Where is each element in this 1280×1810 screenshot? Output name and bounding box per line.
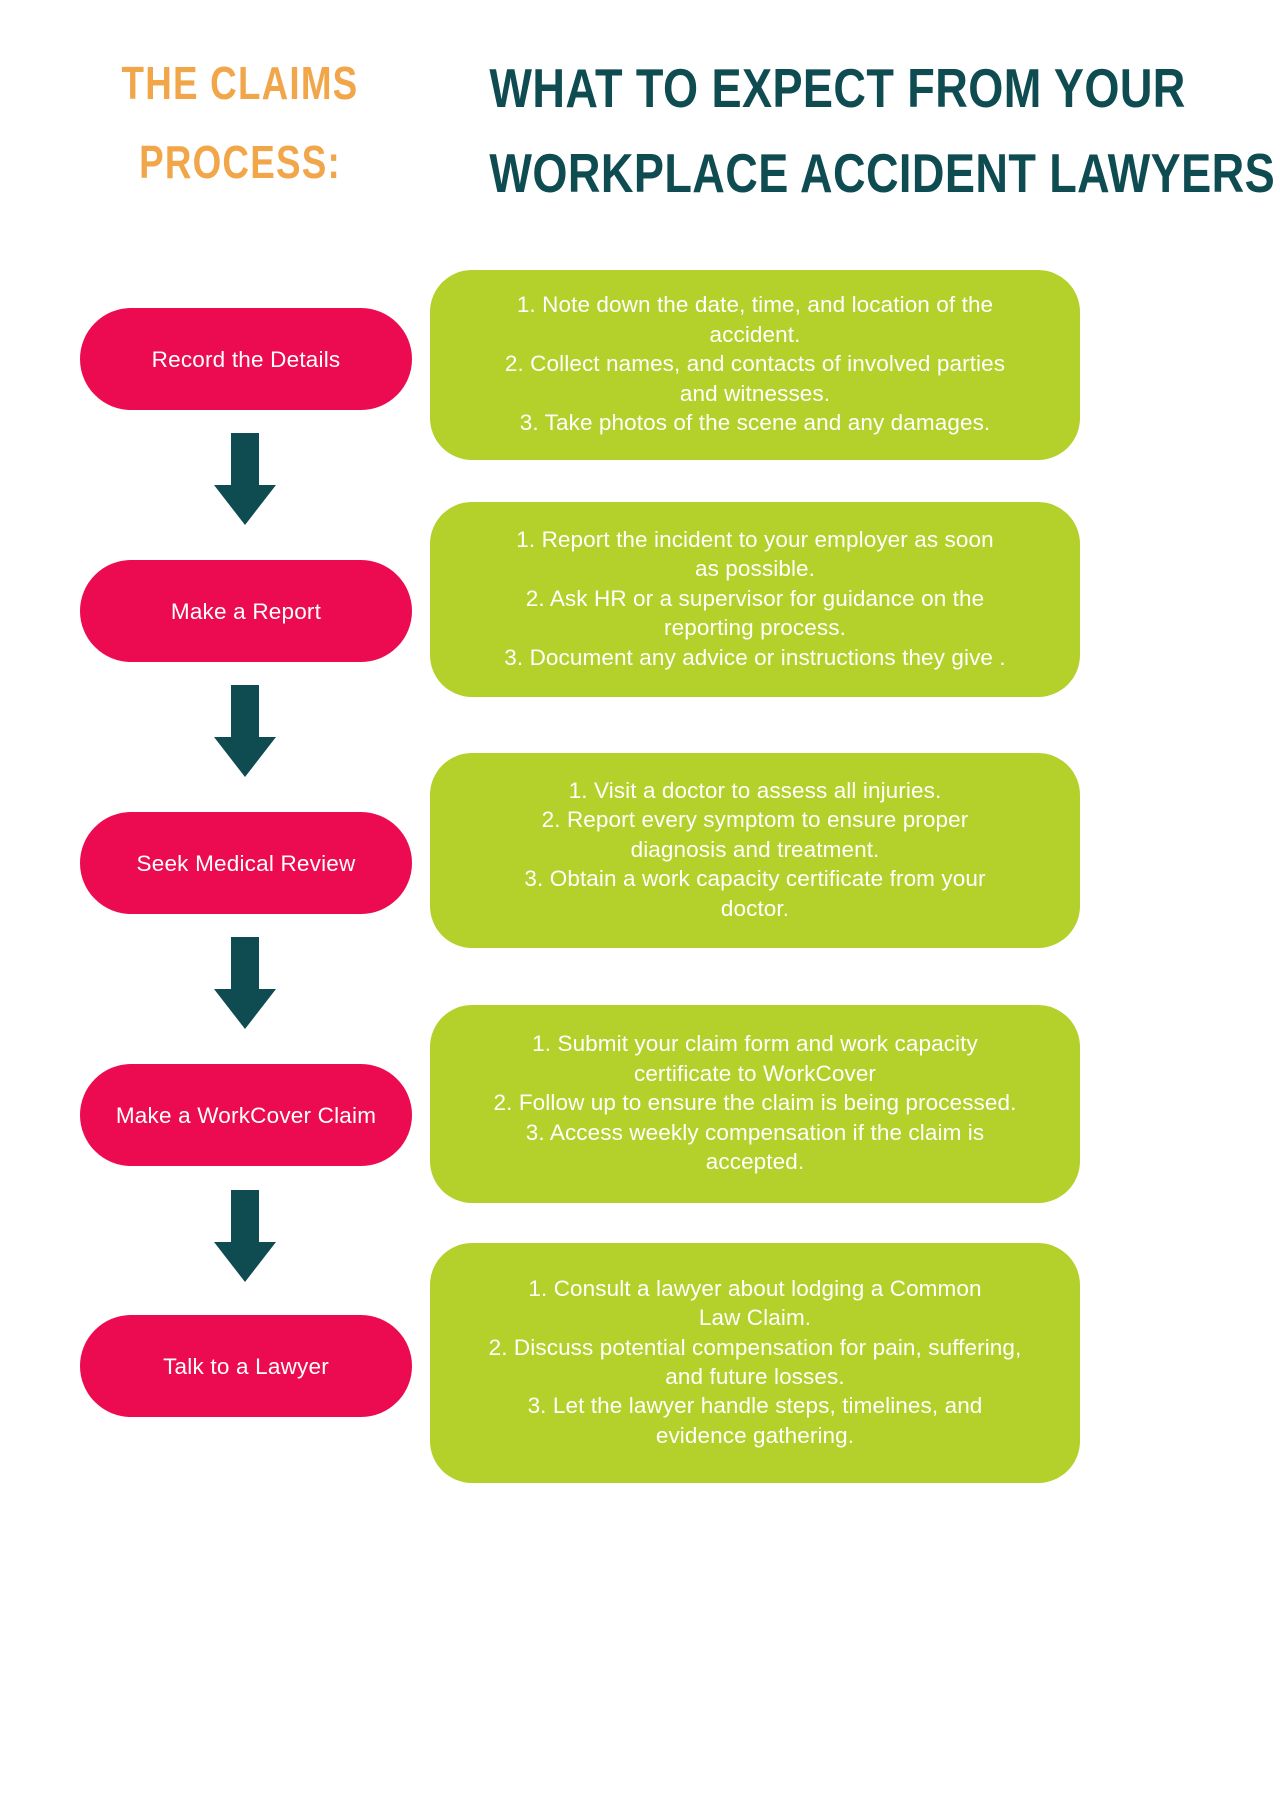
detail-line: 1. Visit a doctor to assess all injuries… xyxy=(568,777,942,803)
step-pill-make-a-workcover-claim[interactable]: Make a WorkCover Claim xyxy=(80,1064,412,1166)
left-heading: THE CLAIMS PROCESS: xyxy=(96,44,384,202)
detail-line: certificate to WorkCover xyxy=(633,1060,877,1086)
detail-line: accident. xyxy=(709,321,801,347)
step-pill-make-a-report[interactable]: Make a Report xyxy=(80,560,412,662)
detail-line: 1. Report the incident to your employer … xyxy=(516,526,994,552)
step-pill-talk-to-a-lawyer[interactable]: Talk to a Lawyer xyxy=(80,1315,412,1417)
detail-line: 3. Obtain a work capacity certificate fr… xyxy=(524,866,986,892)
detail-line: 2. Discuss potential compensation for pa… xyxy=(488,1334,1022,1360)
detail-line: 3. Access weekly compensation if the cla… xyxy=(525,1119,985,1145)
detail-line: 1. Submit your claim form and work capac… xyxy=(532,1031,978,1057)
step-pill-record-the-details[interactable]: Record the Details xyxy=(80,308,412,410)
detail-line: 2. Report every symptom to ensure proper xyxy=(541,807,969,833)
left-heading-line-1: THE CLAIMS xyxy=(121,57,359,109)
detail-line: as possible. xyxy=(694,556,816,582)
detail-line: 3. Document any advice or instructions t… xyxy=(504,644,1006,670)
page-title-line-2: WORKPLACE ACCIDENT LAWYERS xyxy=(489,142,1276,205)
detail-line: and witnesses. xyxy=(679,380,831,406)
arrow-down-icon xyxy=(214,433,276,525)
detail-line: 1. Consult a lawyer about lodging a Comm… xyxy=(528,1275,982,1301)
detail-line: accepted. xyxy=(705,1149,805,1175)
step-label: Make a Report xyxy=(170,598,322,624)
detail-line: evidence gathering. xyxy=(655,1422,855,1448)
detail-line: doctor. xyxy=(720,895,790,921)
arrow-down-icon xyxy=(214,1190,276,1282)
detail-line: diagnosis and treatment. xyxy=(630,836,880,862)
detail-line: Law Claim. xyxy=(698,1305,812,1331)
step-label: Seek Medical Review xyxy=(136,850,356,876)
step-pill-seek-medical-review[interactable]: Seek Medical Review xyxy=(80,812,412,914)
step-details-card-1: 1. Note down the date, time, and locatio… xyxy=(430,270,1080,460)
step-details-card-4: 1. Submit your claim form and work capac… xyxy=(430,1005,1080,1203)
detail-line: reporting process. xyxy=(664,615,846,641)
step-label: Talk to a Lawyer xyxy=(163,1353,329,1379)
detail-line: 2. Collect names, and contacts of involv… xyxy=(504,351,1006,377)
arrow-down-icon xyxy=(214,685,276,777)
detail-line: 3. Let the lawyer handle steps, timeline… xyxy=(527,1393,983,1419)
step-details-card-2: 1. Report the incident to your employer … xyxy=(430,502,1080,697)
step-label: Make a WorkCover Claim xyxy=(115,1102,377,1128)
detail-line: 2. Follow up to ensure the claim is bein… xyxy=(493,1090,1017,1116)
page-title: WHAT TO EXPECT FROM YOUR WORKPLACE ACCID… xyxy=(489,46,1276,217)
step-details-card-3: 1. Visit a doctor to assess all injuries… xyxy=(430,753,1080,948)
detail-line: and future losses. xyxy=(665,1364,845,1389)
detail-line: 3. Take photos of the scene and any dama… xyxy=(519,410,991,436)
left-heading-line-2: PROCESS: xyxy=(139,136,341,189)
header: THE CLAIMS PROCESS: WHAT TO EXPECT FROM … xyxy=(0,0,1280,240)
step-details-card-5: 1. Consult a lawyer about lodging a Comm… xyxy=(430,1243,1080,1483)
page-title-line-1: WHAT TO EXPECT FROM YOUR xyxy=(489,57,1186,119)
arrow-down-icon xyxy=(214,937,276,1029)
step-label: Record the Details xyxy=(151,346,341,372)
detail-line: 2. Ask HR or a supervisor for guidance o… xyxy=(525,585,985,611)
detail-line: 1. Note down the date, time, and locatio… xyxy=(516,292,994,318)
